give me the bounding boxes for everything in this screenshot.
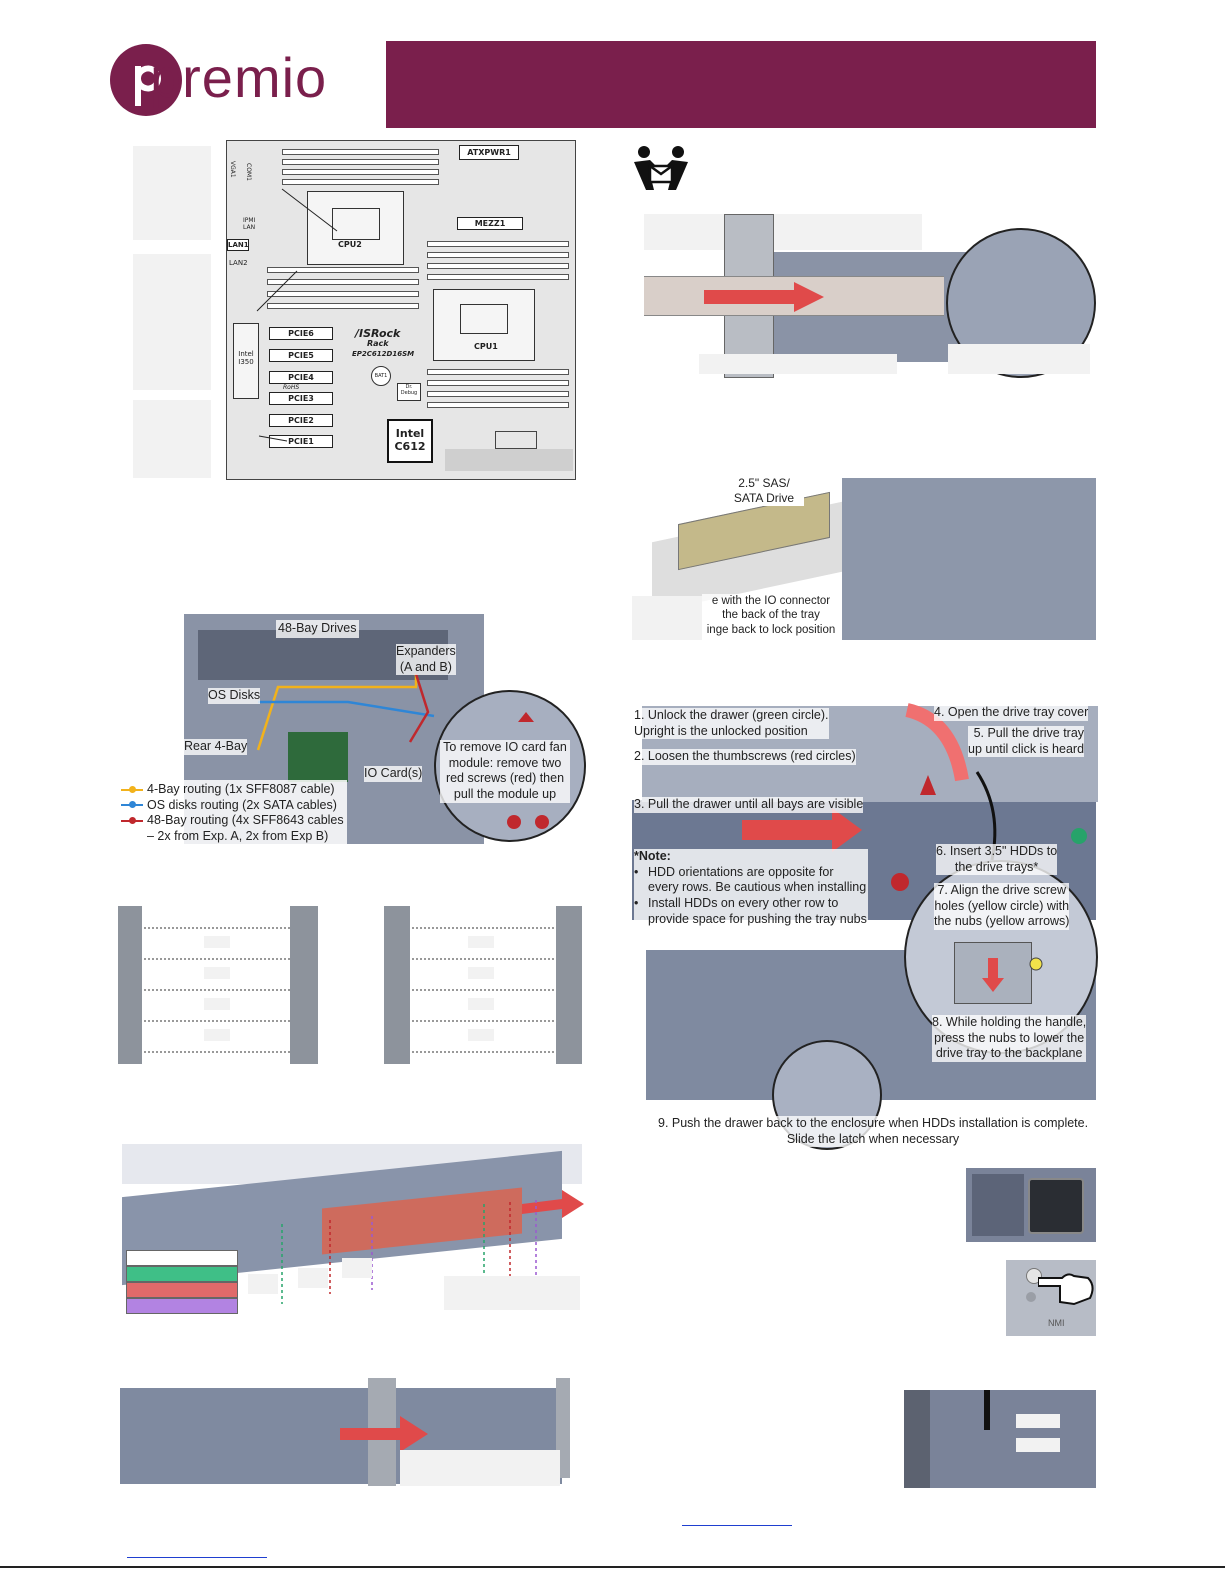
asrock-logo: /ISRock xyxy=(355,327,401,340)
battery: BAT1 xyxy=(371,366,391,386)
two-person-lift-icon xyxy=(634,146,688,190)
rohs-label: RoHS xyxy=(283,384,300,391)
rack-rail-figure xyxy=(644,214,1096,380)
header: premio xyxy=(0,0,1225,140)
logo-wordmark: premio xyxy=(150,46,328,109)
pcie3-label: PCIE3 xyxy=(269,392,333,405)
rack-corner-figure xyxy=(904,1390,1096,1488)
header-banner xyxy=(386,41,1096,128)
cpu1-label: CPU1 xyxy=(474,342,498,351)
cpu2-label: CPU2 xyxy=(338,240,362,249)
step-2: 2. Loosen the thumbscrews (red circles) xyxy=(634,749,856,765)
pcie4-label: PCIE4 xyxy=(269,371,333,384)
cabling-legend: 4-Bay routing (1x SFF8087 cable) OS disk… xyxy=(118,780,347,847)
fan-note: To remove IO card fan module: remove two… xyxy=(440,740,570,803)
drive-25-label: 2.5" SAS/ SATA Drive xyxy=(724,476,804,506)
intel-i350: Intel I350 xyxy=(233,323,259,399)
ipmi-label: IPMI LAN xyxy=(243,217,256,231)
rack-logo: Rack xyxy=(367,339,389,348)
step-8: 8. While holding the handle, press the n… xyxy=(932,1015,1087,1062)
drive-25-figure: 2.5" SAS/ SATA Drive e with the IO conne… xyxy=(632,474,1096,640)
pcie6-label: PCIE6 xyxy=(269,327,333,340)
os-disks-label: OS Disks xyxy=(208,688,261,704)
cpu1-socket: CPU1 xyxy=(433,289,535,361)
step-3: 3. Pull the drawer until all bays are vi… xyxy=(634,797,864,813)
footer-rule xyxy=(0,1566,1225,1568)
io-cards-label: IO Card(s) xyxy=(364,766,423,782)
vga-label: VGA1 xyxy=(229,161,236,178)
cpu2-socket: CPU2 xyxy=(307,191,404,265)
footer-link-line[interactable] xyxy=(682,1525,792,1526)
atx-label: ATXPWR1 xyxy=(459,145,519,160)
drawer-figure: 1. Unlock the drawer (green circle). Upr… xyxy=(632,700,1098,1152)
step-1: 1. Unlock the drawer (green circle). Upr… xyxy=(634,708,829,740)
rack-post-diagram-left xyxy=(118,906,318,1064)
com-label: COM1 xyxy=(245,163,252,181)
chipset: Intel C612 xyxy=(387,419,433,463)
pointing-hand-icon xyxy=(1038,1273,1094,1306)
step-5: 5. Pull the drive tray up until click is… xyxy=(968,726,1085,758)
drive-25-note: e with the IO connector the back of the … xyxy=(702,594,840,638)
step-6: 6. Insert 3.5" HDDs to the drive trays* xyxy=(936,844,1058,876)
nmi-label: NMI xyxy=(1048,1318,1065,1328)
step-7: 7. Align the drive screw holes (yellow c… xyxy=(934,883,1070,930)
step-4: 4. Open the drive tray cover xyxy=(934,705,1089,721)
model-label: EP2C612D16SM xyxy=(352,350,415,358)
expanders-label: Expanders (A and B) xyxy=(396,644,456,676)
inner-rail-figure xyxy=(122,1144,584,1314)
debug-label: Dr. Debug xyxy=(397,383,421,401)
lan2-label: LAN2 xyxy=(229,259,248,267)
pcie5-label: PCIE5 xyxy=(269,349,333,362)
power-inlet-figure xyxy=(966,1168,1096,1242)
chassis-rack-figure xyxy=(120,1378,576,1488)
lan1-label: LAN1 xyxy=(227,239,249,251)
drives48-label: 48-Bay Drives xyxy=(276,620,359,638)
rear4-label: Rear 4-Bay xyxy=(184,739,248,755)
footer-link-line-left[interactable] xyxy=(127,1557,267,1558)
hdd-note: *Note: •HDD orientations are opposite fo… xyxy=(634,849,868,928)
pcie1-label: PCIE1 xyxy=(269,435,333,448)
motherboard-diagram: ATXPWR1 CPU2 MEZZ1 LAN1 LAN2 VGA1 COM1 I… xyxy=(226,140,576,480)
pcie2-label: PCIE2 xyxy=(269,414,333,427)
premio-logo-icon xyxy=(110,44,182,116)
rack-post-diagram-right xyxy=(384,906,582,1064)
power-button-figure: NMI xyxy=(1006,1260,1096,1336)
step-9: 9. Push the drawer back to the enclosure… xyxy=(658,1116,1089,1148)
cabling-figure: 48-Bay Drives Expanders (A and B) OS Dis… xyxy=(118,612,586,847)
mezz-label: MEZZ1 xyxy=(457,217,523,230)
